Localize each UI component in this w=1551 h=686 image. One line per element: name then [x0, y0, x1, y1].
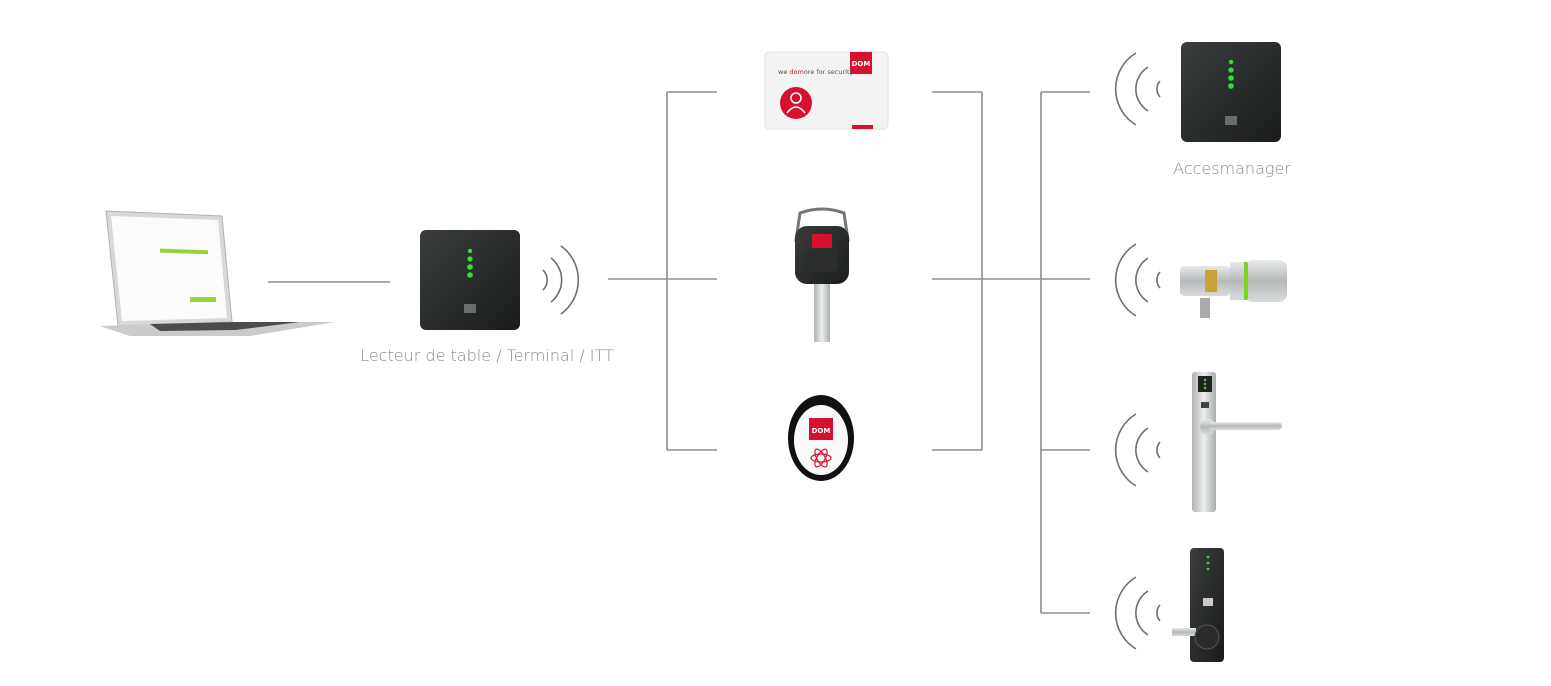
table-reader-label: Lecteur de table / Terminal / ITT [360, 346, 614, 365]
key-icon [794, 207, 850, 342]
digital-cylinder-icon [1180, 260, 1287, 318]
wireless-waves-icon [1114, 576, 1161, 650]
svg-text:we domore for security: we domore for security [778, 68, 854, 76]
key-fob-icon: DOM [788, 395, 854, 481]
laptop-icon [100, 210, 335, 336]
accessmanager-label: Accesmanager [1173, 159, 1291, 178]
desktop-reader-icon [420, 230, 520, 330]
rfid-card-icon: DOM we domore for security [764, 51, 889, 130]
electronic-lock-icon [1172, 548, 1224, 662]
wireless-waves-icon [1114, 413, 1161, 487]
wireless-waves-icon [1114, 243, 1161, 317]
wireless-waves-icon [542, 245, 580, 315]
svg-text:DOM: DOM [852, 60, 871, 68]
connection-lines [268, 91, 1090, 614]
electronic-handle-icon [1192, 372, 1282, 512]
device-waves [1114, 52, 1161, 650]
access-manager-icon [1181, 42, 1281, 142]
wireless-waves-icon [1114, 52, 1161, 126]
svg-text:DOM: DOM [812, 427, 831, 435]
